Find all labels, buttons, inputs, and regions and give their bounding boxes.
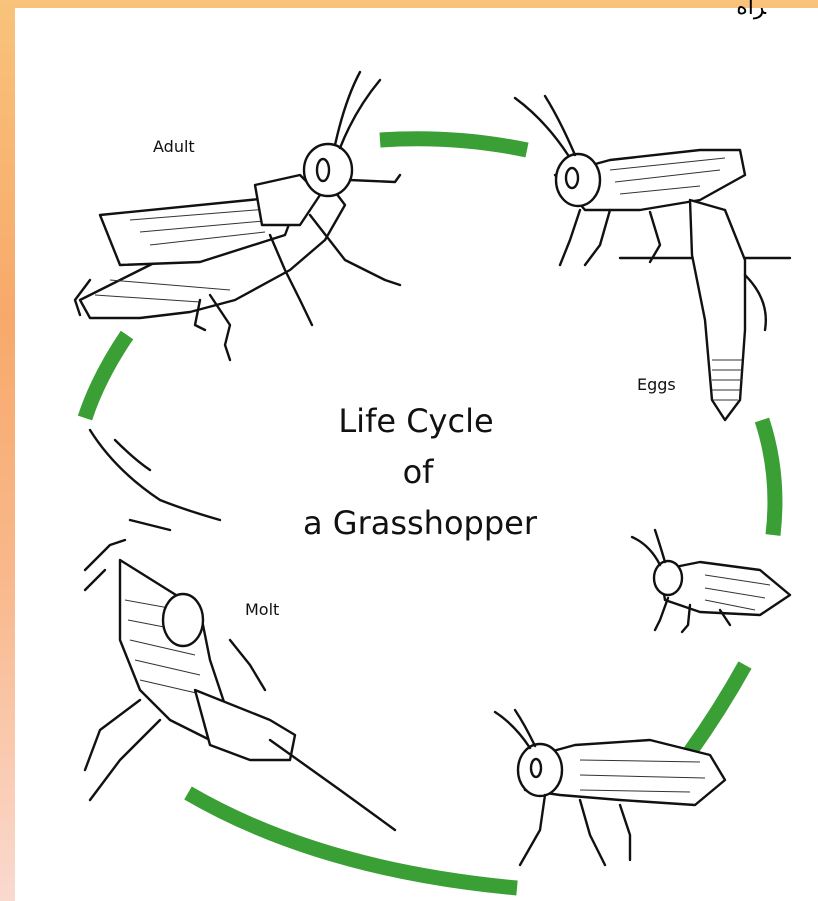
cycle-arc-top — [380, 139, 527, 150]
stage-label-adult: Adult — [153, 137, 195, 156]
nymph-large — [495, 710, 725, 865]
title-line-3: a Grasshopper — [303, 504, 538, 542]
cycle-arc-bottom — [188, 793, 517, 888]
cycle-arc-right-upper — [762, 420, 775, 535]
egg-laying-grasshopper — [515, 96, 790, 420]
stage-label-molt: Molt — [245, 600, 279, 619]
molting-grasshopper — [85, 430, 395, 830]
adult-grasshopper — [75, 72, 400, 360]
nymph-small — [632, 530, 790, 632]
title-line-2: of — [403, 453, 435, 491]
cycle-arc-right-lower — [690, 665, 745, 752]
cycle-arc-left — [85, 335, 127, 418]
stage-label-eggs: Eggs — [637, 375, 676, 394]
title-line-1: Life Cycle — [338, 402, 493, 440]
